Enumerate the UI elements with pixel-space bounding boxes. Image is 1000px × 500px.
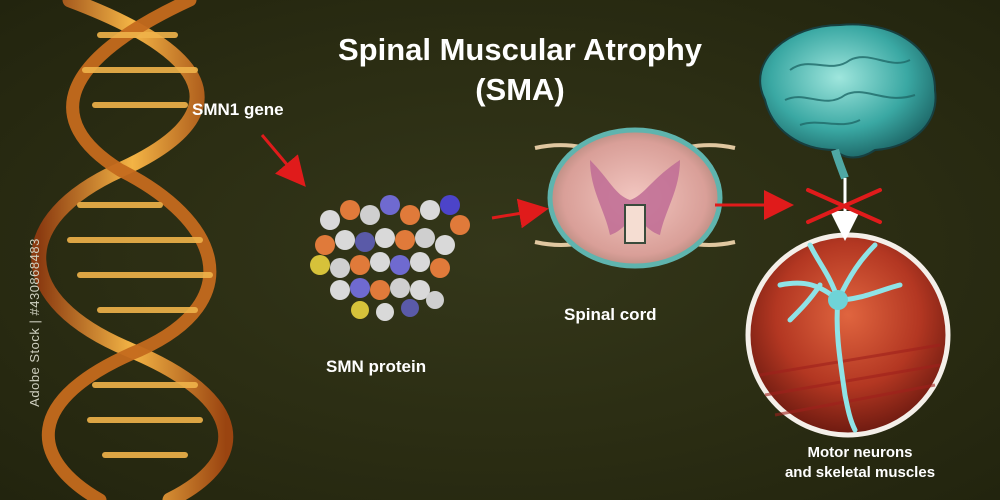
blocked-signal-x-mark bbox=[806, 188, 882, 224]
smn-protein-molecule bbox=[310, 195, 470, 321]
title-line-1: Spinal Muscular Atrophy bbox=[337, 32, 702, 67]
dna-helix-illustration bbox=[31, 0, 234, 500]
motor-label-line-1: Motor neurons bbox=[807, 444, 913, 461]
diagram-title: Spinal Muscular Atrophy (SMA) bbox=[250, 30, 790, 110]
spinal-cord-illustration bbox=[534, 127, 736, 269]
spinal-cord-label: Spinal cord bbox=[564, 305, 657, 324]
motor-neurons-label: Motor neurons and skeletal muscles bbox=[760, 443, 960, 483]
brain-illustration bbox=[759, 23, 937, 180]
stock-id-vertical: Adobe Stock | #430868483 bbox=[26, 238, 42, 407]
arrow-protein-to-cord bbox=[491, 198, 549, 229]
arrow-gene-to-protein bbox=[260, 134, 306, 187]
smn1-gene-label: SMN1 gene bbox=[192, 100, 284, 119]
motor-label-line-2: and skeletal muscles bbox=[784, 464, 936, 481]
title-line-2: (SMA) bbox=[475, 72, 565, 107]
smn-protein-label: SMN protein bbox=[326, 357, 427, 376]
motor-neuron-circle bbox=[745, 232, 951, 438]
